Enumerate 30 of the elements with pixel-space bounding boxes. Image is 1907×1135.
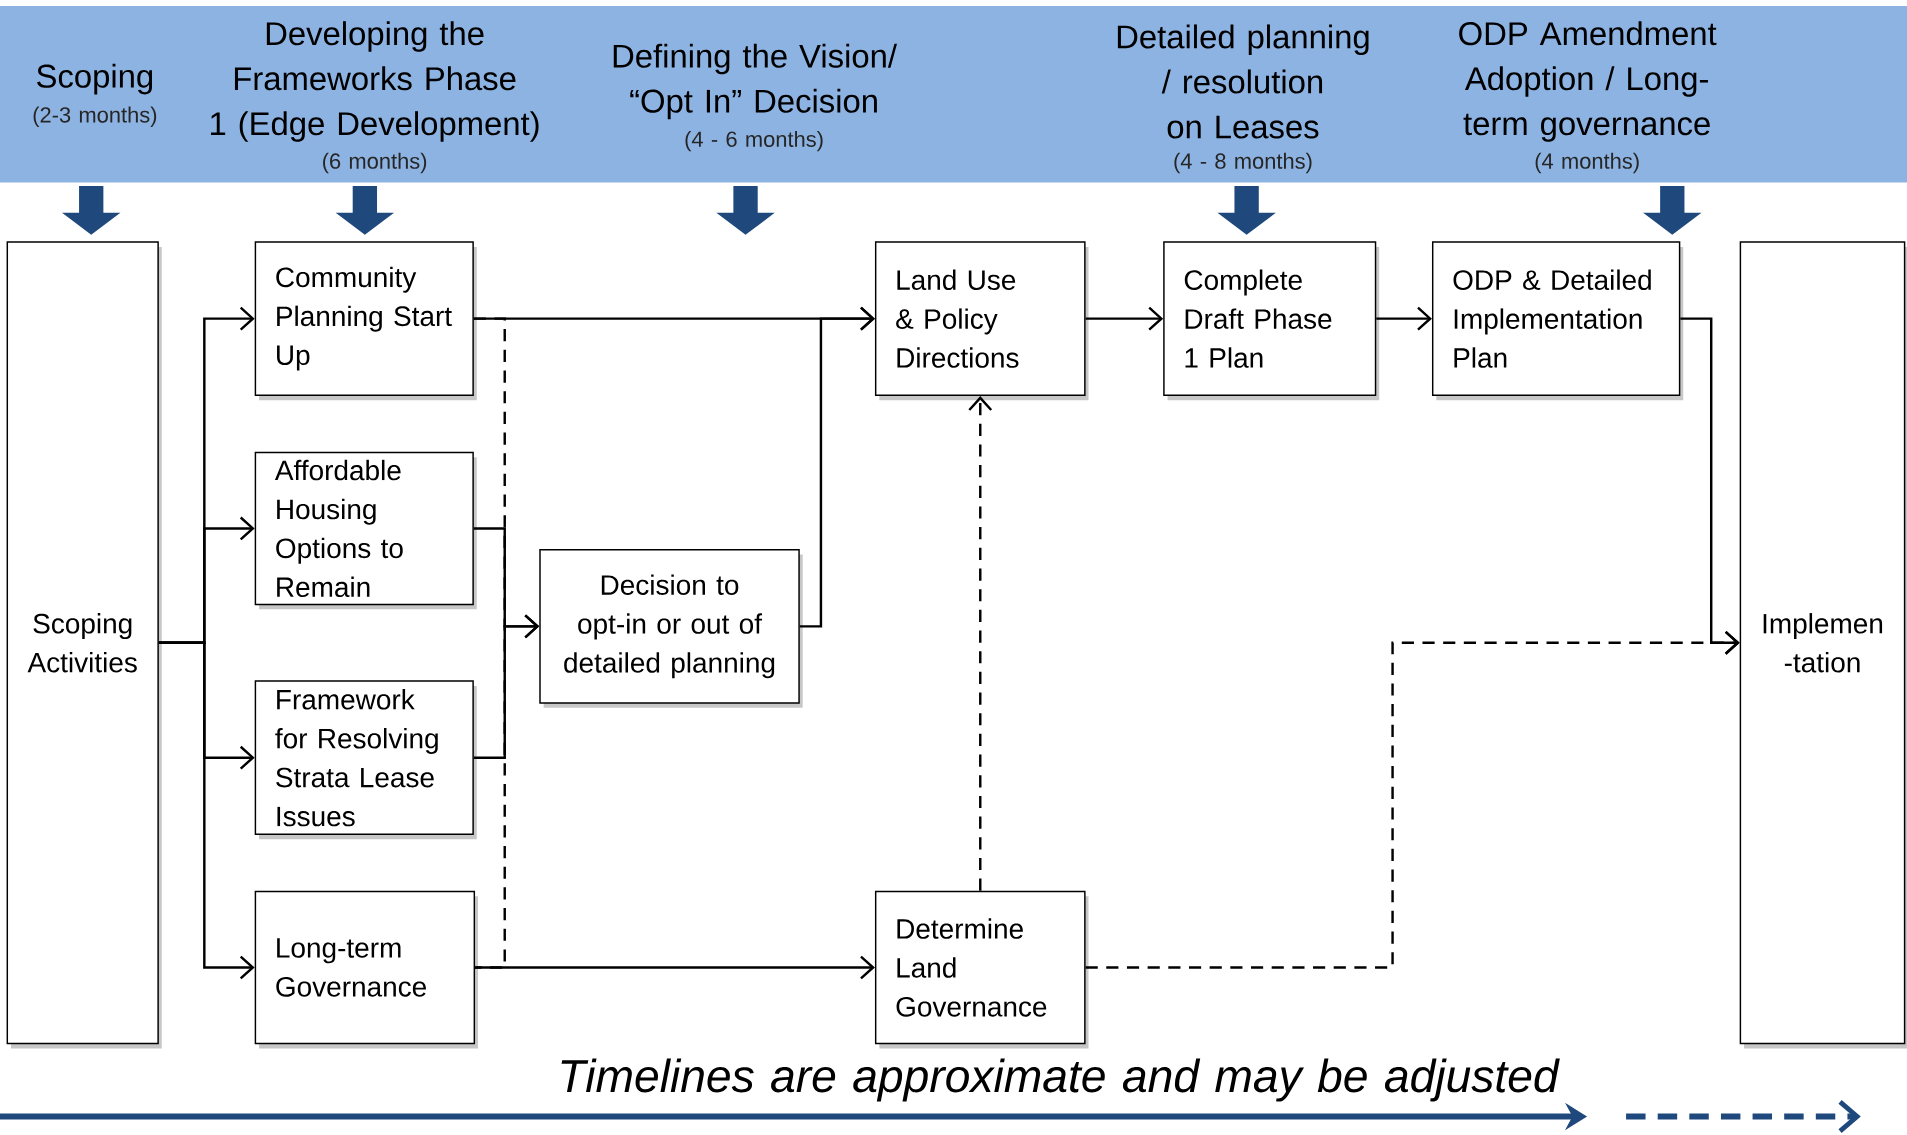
arrow xyxy=(158,641,255,980)
process-box: Long-term Governance xyxy=(254,890,476,1045)
process-box: Community Planning Start Up xyxy=(254,241,474,397)
phase-heading: Developing the Frameworks Phase 1 (Edge Development) xyxy=(211,21,539,142)
timeline-note: Timelines are approximate and may be adjusted xyxy=(561,1058,1560,1102)
process-box: Scoping Activities xyxy=(6,241,159,1045)
phase-duration: (4 - 6 months) xyxy=(685,131,823,152)
phase-duration: (4 months) xyxy=(1535,152,1639,174)
arrow xyxy=(1085,631,1740,969)
process-box: Complete Draft Phase 1 Plan xyxy=(1163,241,1377,397)
process-box: Affordable Housing Options to Remain xyxy=(254,451,474,606)
process-box: Decision to opt-in or out of detailed planning xyxy=(539,549,800,704)
process-box: Framework for Resolving Strata Lease Issues xyxy=(254,680,474,836)
phase-heading: Defining the Vision/ “Opt In” Decision xyxy=(613,43,897,120)
phase-duration: (4 - 8 months) xyxy=(1174,152,1312,174)
arrow xyxy=(1376,306,1432,331)
phase-heading: Scoping xyxy=(37,63,153,95)
arrow xyxy=(968,396,993,891)
process-box: Determine Land Governance xyxy=(874,890,1086,1045)
arrow xyxy=(1085,306,1164,331)
phase-heading: Detailed planning / resolution on Leases xyxy=(1117,24,1369,139)
phase-heading: ODP Amendment Adoption / Long-term governance xyxy=(1459,21,1717,142)
process-box: ODP & Detailed Implementation Plan xyxy=(1432,241,1681,397)
arrow xyxy=(799,306,875,628)
arrow xyxy=(475,955,875,980)
process-box: Land Use & Policy Directions xyxy=(874,241,1086,397)
process-box: Implemen -tation xyxy=(1739,241,1906,1045)
arrow xyxy=(473,614,540,760)
phase-duration: (6 months) xyxy=(323,152,427,174)
phase-duration: (2-3 months) xyxy=(33,106,157,128)
